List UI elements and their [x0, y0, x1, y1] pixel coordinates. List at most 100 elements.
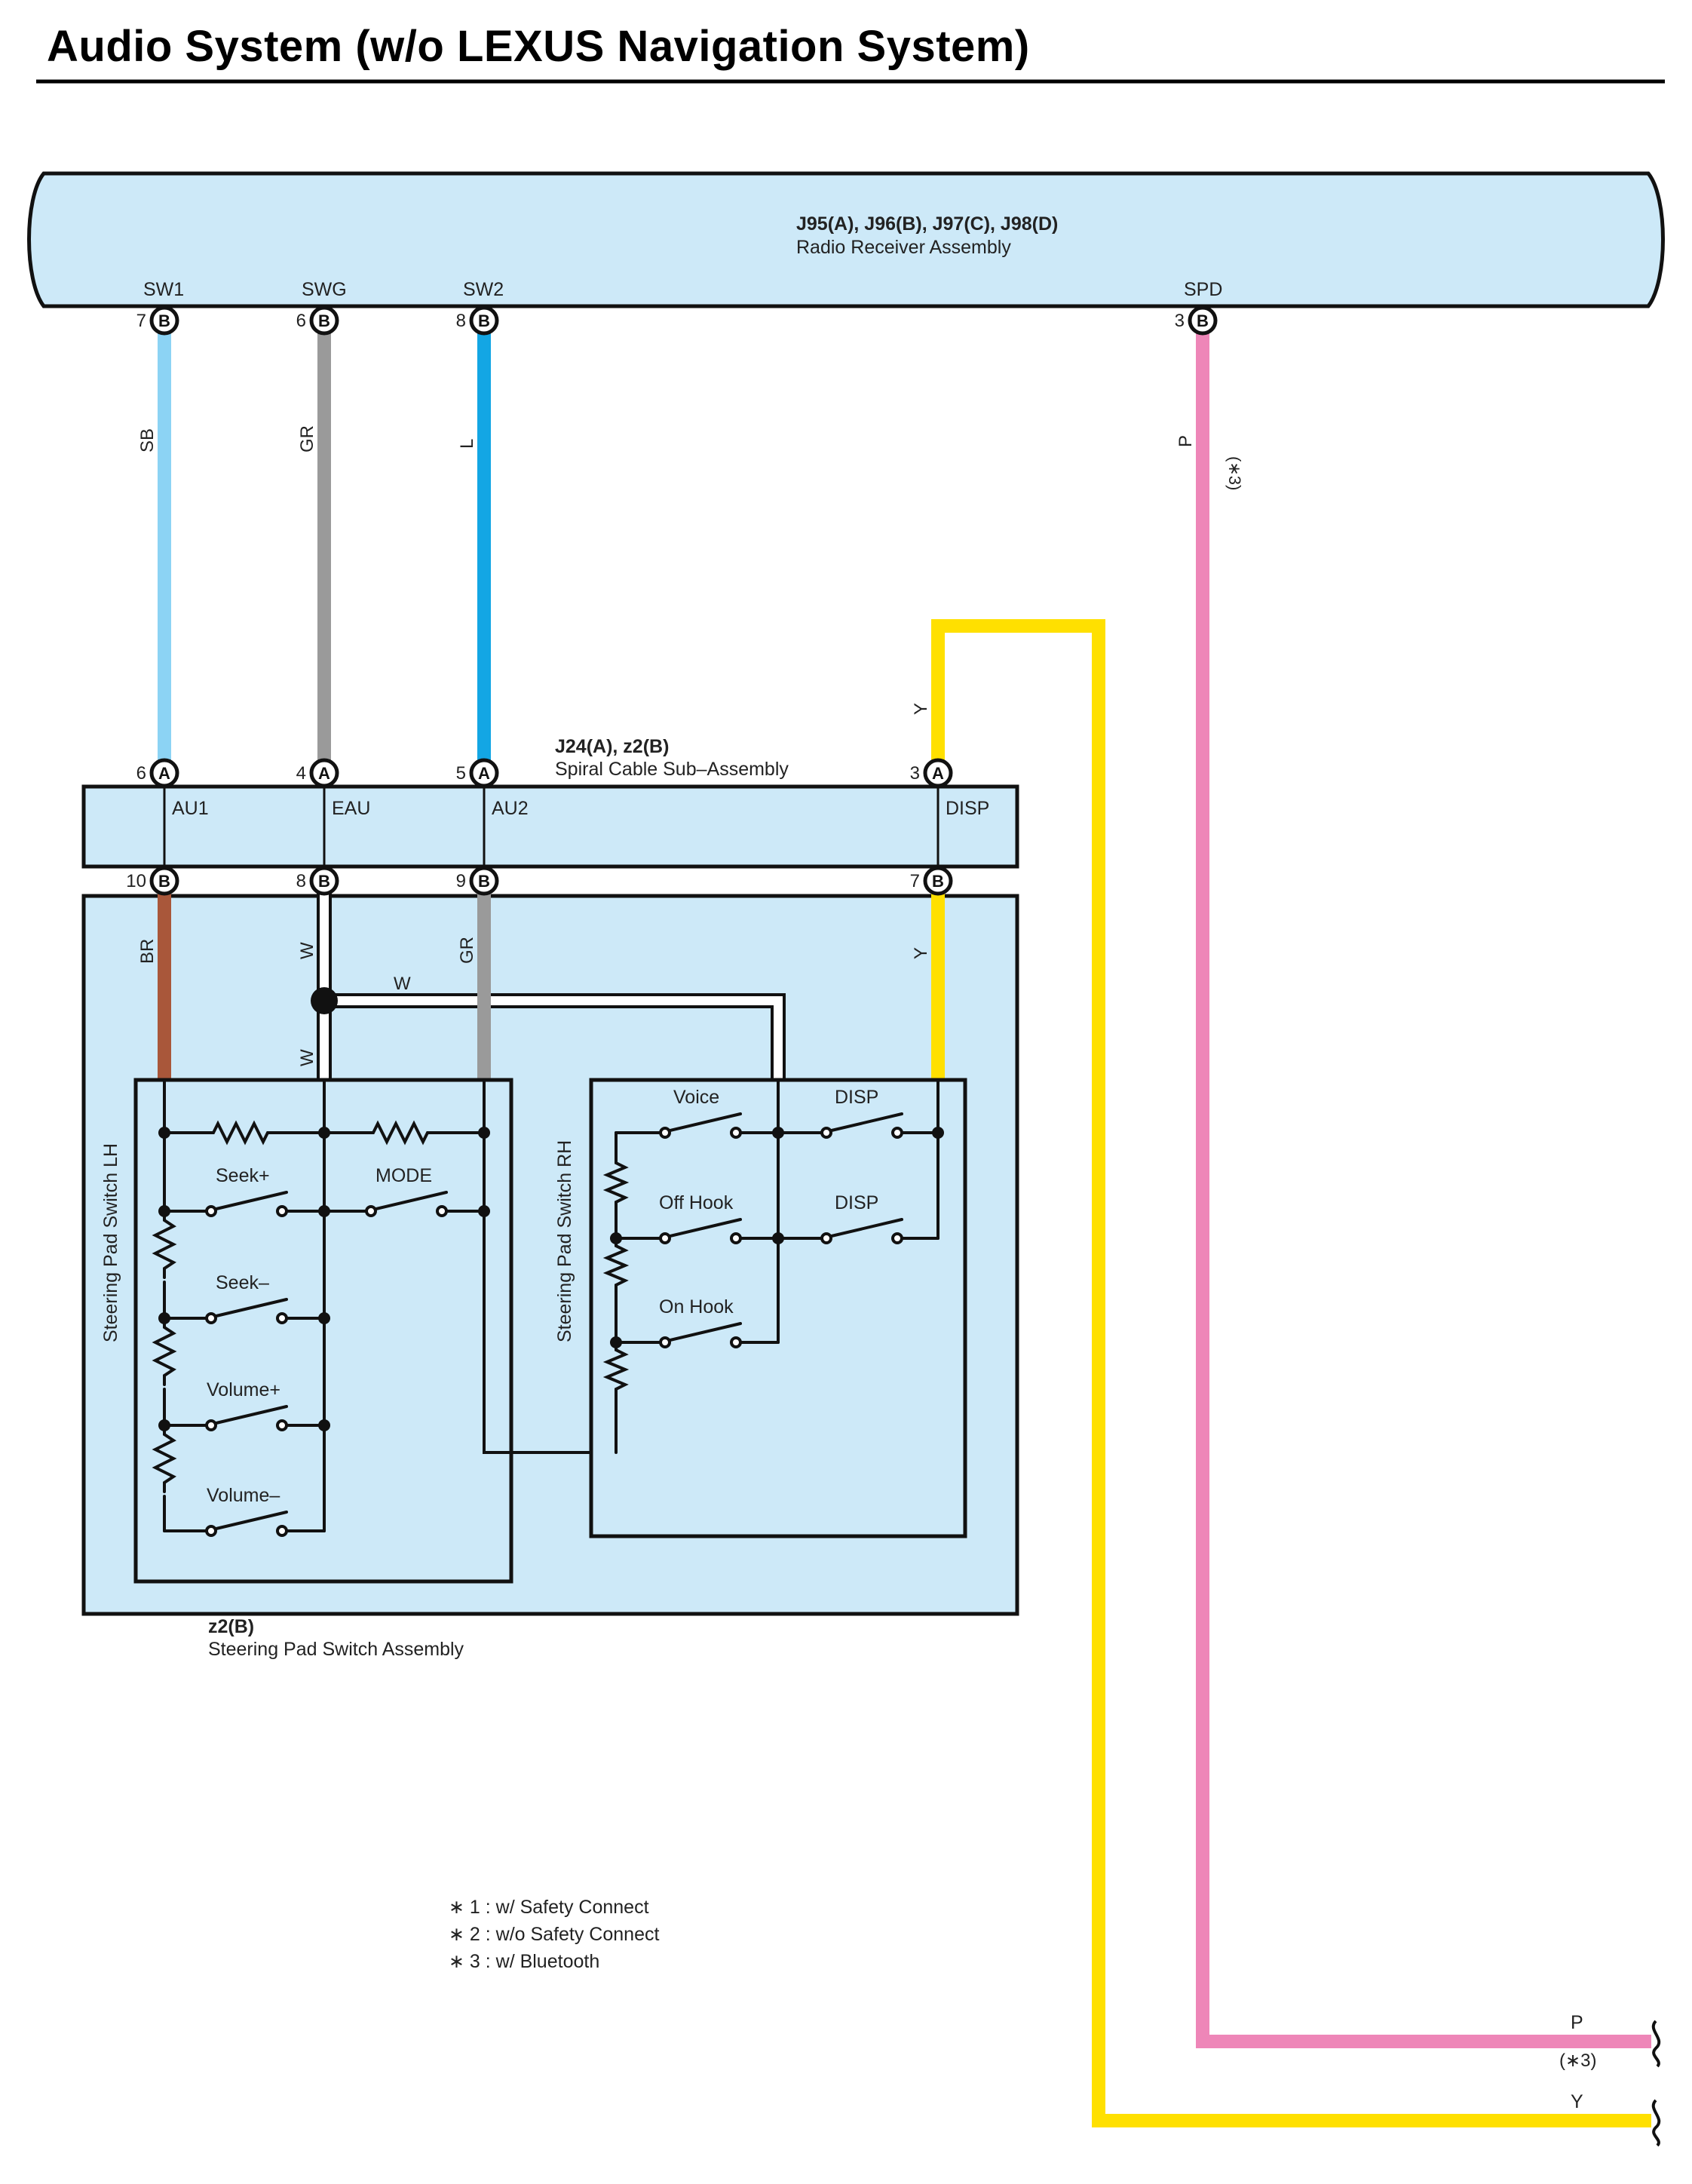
spiral-top-pin-1-num: 4: [296, 763, 306, 784]
switch-volume-plus: [205, 1405, 288, 1427]
note-2: ∗ 2 : w/o Safety Connect: [449, 1924, 659, 1945]
spiral-bottom-pin-1-num: 8: [296, 871, 306, 891]
spiral-top-pin-0: A6: [136, 758, 179, 788]
switch-disp-2: [820, 1218, 903, 1240]
page-title: Audio System (w/o LEXUS Navigation Syste…: [47, 22, 1030, 71]
spiral-bottom-pin-0: B 10: [126, 866, 179, 896]
radio-name-label: Radio Receiver Assembly: [796, 237, 1011, 258]
rh-switch-off-hook-label: Off Hook: [659, 1192, 734, 1213]
spiral-bottom-pin-2-conn: B: [478, 872, 490, 891]
rh-switch-disp2-label: DISP: [835, 1192, 878, 1213]
lh-switch-volume-minus-label: Volume–: [207, 1485, 280, 1506]
spiral-bottom-pin-1-conn: B: [318, 872, 330, 891]
spiral-name-label: Spiral Cable Sub–Assembly: [555, 759, 789, 780]
wire-label-l: L: [457, 439, 477, 449]
spiral-bottom-pin-1: B8: [296, 866, 339, 896]
radio-pin-1: B6: [296, 305, 339, 336]
spiral-pin-au2: AU2: [492, 798, 529, 819]
wire-label-p: P: [1176, 435, 1196, 447]
spiral-pin-disp: DISP: [946, 798, 989, 819]
wire-note-p: (∗3): [1225, 456, 1244, 490]
wire-label-sb: SB: [137, 428, 158, 452]
wire-label-br: BR: [137, 939, 158, 964]
radio-pin-2-num: 8: [456, 311, 466, 331]
radio-pin-label-sw2: SW2: [463, 279, 504, 300]
spiral-top-pin-2-num: 5: [456, 763, 466, 784]
switch-voice: [659, 1112, 742, 1134]
break-mark-y: [1651, 2099, 1661, 2147]
radio-pin-3-num: 3: [1175, 311, 1185, 331]
spiral-bottom-pin-0-num: 10: [126, 871, 146, 891]
wire-label-w-horizontal: W: [394, 974, 411, 994]
spiral-connector-label: J24(A), z2(B): [555, 736, 669, 757]
radio-pin-3-conn: B: [1197, 311, 1209, 330]
radio-pin-0: B7: [136, 305, 179, 336]
lh-switch-seek-plus-label: Seek+: [216, 1165, 270, 1186]
w-junction-dot: [311, 987, 338, 1014]
lh-resistor-top-right: [323, 1120, 486, 1146]
wire-label-gr-lower: GR: [457, 937, 477, 964]
switch-off-hook: [659, 1218, 742, 1240]
spiral-top-pin-3: A3: [910, 758, 953, 788]
wire-label-gr-top: GR: [297, 425, 317, 452]
rh-switch-voice-label: Voice: [673, 1087, 719, 1108]
switch-volume-minus: [205, 1511, 288, 1532]
radio-pin-1-conn: B: [318, 311, 330, 330]
lh-switch-label: Steering Pad Switch LH: [100, 1143, 121, 1342]
switch-disp-1: [820, 1112, 903, 1134]
spiral-top-pin-2: A5: [456, 758, 499, 788]
rh-resistor-2: [602, 1237, 630, 1299]
lh-switch-seek-minus-label: Seek–: [216, 1272, 269, 1293]
radio-pin-label-spd: SPD: [1184, 279, 1222, 300]
exit-note-p: (∗3): [1559, 2051, 1596, 2071]
break-mark-p: [1651, 2020, 1661, 2068]
lh-resistor-top-left: [163, 1120, 326, 1146]
spiral-bottom-pin-3-num: 7: [910, 871, 920, 891]
note-1: ∗ 1 : w/ Safety Connect: [449, 1897, 649, 1918]
radio-pin-label-swg: SWG: [302, 279, 347, 300]
lh-resistor-1: [152, 1210, 177, 1279]
switch-seek-plus: [205, 1191, 288, 1213]
spiral-bottom-pin-0-conn: B: [158, 872, 170, 891]
spiral-cable-box: [81, 784, 1019, 869]
spiral-bottom-pin-2: B9: [456, 866, 499, 896]
au2-link-wire: [483, 1211, 616, 1454]
spiral-top-pin-1: A4: [296, 758, 339, 788]
rh-resistor-1: [602, 1154, 630, 1213]
spiral-pin-au1: AU1: [172, 798, 209, 819]
spiral-top-pin-0-conn: A: [158, 764, 170, 783]
radio-pin-0-num: 7: [136, 311, 146, 331]
steering-connector-label: z2(B): [208, 1616, 254, 1637]
radio-pin-label-sw1: SW1: [143, 279, 184, 300]
wire-label-w-lower: W: [297, 1049, 317, 1066]
exit-label-y: Y: [1571, 2091, 1583, 2112]
radio-pin-1-num: 6: [296, 311, 306, 331]
radio-pin-2: B8: [456, 305, 499, 336]
radio-receiver-box: [27, 171, 1665, 308]
spiral-top-pin-1-conn: A: [318, 764, 330, 783]
radio-connector-label: J95(A), J96(B), J97(C), J98(D): [796, 213, 1058, 235]
wire-y-upper: [931, 619, 1651, 2127]
rh-resistor-3: [602, 1341, 630, 1398]
lh-resistor-2: [152, 1317, 177, 1386]
switch-seek-minus: [205, 1298, 288, 1320]
wire-label-y-lower: Y: [911, 947, 931, 959]
radio-pin-0-conn: B: [158, 311, 170, 330]
switch-on-hook: [659, 1322, 742, 1344]
rh-switch-disp1-label: DISP: [835, 1087, 878, 1108]
wire-label-y-upper: Y: [911, 703, 931, 715]
note-3: ∗ 3 : w/ Bluetooth: [449, 1951, 599, 1972]
wire-w: [317, 891, 786, 1080]
spiral-bottom-pin-2-num: 9: [456, 871, 466, 891]
steering-name-label: Steering Pad Switch Assembly: [208, 1639, 464, 1660]
rh-switch-on-hook-label: On Hook: [659, 1296, 734, 1317]
wire-p: [1196, 330, 1651, 2048]
switch-mode: [365, 1191, 448, 1213]
spiral-top-pin-3-conn: A: [932, 764, 944, 783]
spiral-top-pin-0-num: 6: [136, 763, 146, 784]
spiral-top-pin-3-num: 3: [910, 763, 920, 784]
spiral-pin-eau: EAU: [332, 798, 370, 819]
radio-pin-3: B3: [1175, 305, 1218, 336]
spiral-top-pin-2-conn: A: [478, 764, 490, 783]
wire-label-w-upper: W: [297, 942, 317, 959]
